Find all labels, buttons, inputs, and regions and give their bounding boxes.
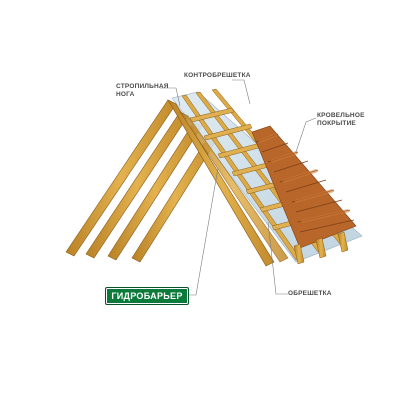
label-roofing-line2: ПОКРЫТИЕ — [317, 120, 356, 127]
rafter-end — [337, 231, 349, 253]
rafter-beam — [85, 111, 189, 259]
brand-badge: ГИДРОБАРЬЕР — [105, 287, 189, 305]
label-roofing: КРОВЕЛЬНОЕ ПОКРЫТИЕ — [317, 112, 365, 128]
roof-tiles — [251, 125, 357, 249]
rafter-ends — [293, 231, 349, 265]
label-batten: ОБРЕШЕТКА — [288, 290, 332, 297]
label-rafter: СТРОПИЛЬНАЯ НОГА — [116, 83, 169, 99]
leader-batten — [267, 221, 288, 295]
label-rafter-line2: НОГА — [116, 91, 135, 98]
leader-lines — [160, 79, 317, 296]
leader-brand — [186, 167, 219, 296]
leader-roofing — [295, 117, 317, 153]
label-roofing-line1: КРОВЕЛЬНОЕ — [317, 112, 365, 119]
label-counter-batten: КОНТРОБРЕШЕТКА — [184, 72, 251, 79]
rafter-end — [315, 237, 327, 259]
brand-text: ГИДРОБАРЬЕР — [111, 291, 183, 301]
rafter-beam — [107, 121, 203, 261]
rafters-left — [65, 99, 219, 263]
label-rafter-line1: СТРОПИЛЬНАЯ — [116, 83, 169, 90]
tile-area — [251, 125, 357, 249]
leader-counter-batten — [232, 79, 251, 105]
leader-rafter — [160, 87, 181, 107]
rafters-right — [167, 99, 289, 267]
rafter-end — [293, 243, 305, 265]
batten — [203, 123, 253, 141]
batten — [189, 107, 235, 123]
rafter-beam — [167, 99, 275, 267]
rafter-beam — [179, 111, 289, 263]
